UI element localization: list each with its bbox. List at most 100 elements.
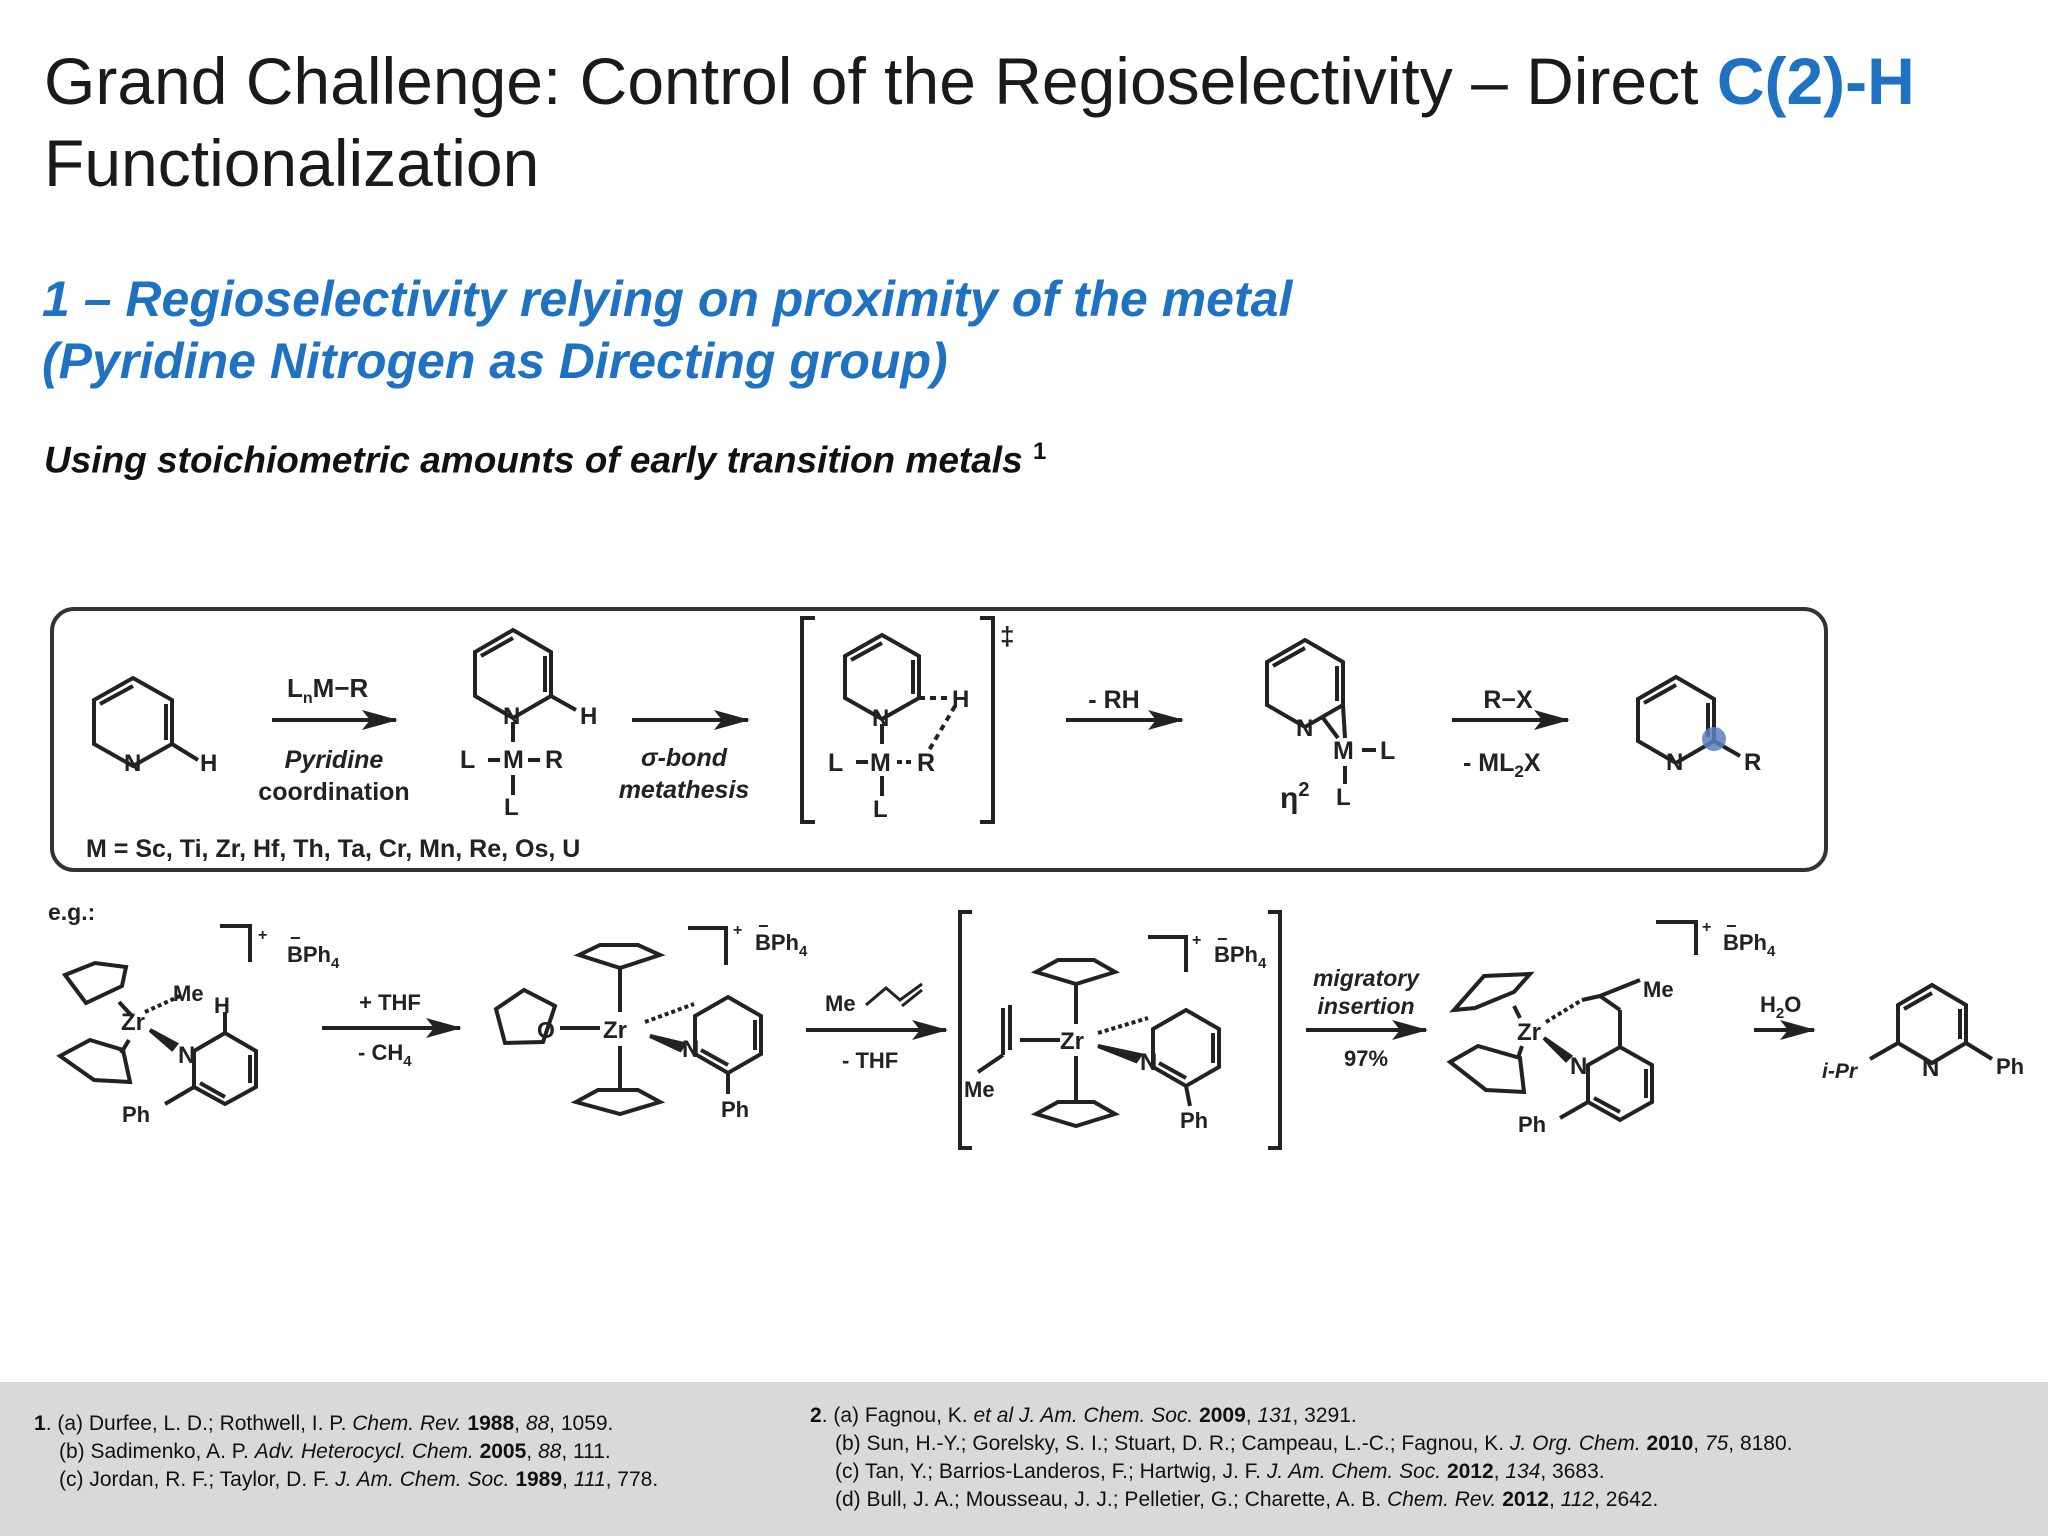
step4-reagent: R−X xyxy=(1483,686,1533,714)
ph-label: Ph xyxy=(1180,1108,1208,1133)
reference-part: , 3683. xyxy=(1540,1460,1605,1483)
plus-charge: + xyxy=(1702,919,1711,936)
yield-label: 97% xyxy=(1344,1046,1388,1071)
reference-part: , 778. xyxy=(605,1468,659,1491)
zr-label: Zr xyxy=(1060,1028,1084,1055)
reference-number: 2 xyxy=(810,1404,822,1427)
atom-h: H xyxy=(580,703,597,730)
reference-part: et al J. Am. Chem. Soc. xyxy=(973,1404,1194,1427)
reference-part: Chem. Rev. xyxy=(352,1412,462,1435)
reference-entry: (b) Sadimenko, A. P. Adv. Heterocycl. Ch… xyxy=(34,1438,658,1466)
step2-label-line2: metathesis xyxy=(619,776,750,804)
reference-part: 75 xyxy=(1704,1432,1729,1455)
reference-part: (b) Sadimenko, A. P. xyxy=(59,1440,255,1463)
atom-n: N xyxy=(872,705,889,732)
counterion-label: BPh4 xyxy=(755,930,808,960)
me-label: Me xyxy=(1643,977,1674,1002)
atom-n: N xyxy=(124,750,141,777)
metal-list: M = Sc, Ti, Zr, Hf, Th, Ta, Cr, Mn, Re, … xyxy=(86,835,580,863)
n-label: N xyxy=(1570,1053,1587,1080)
coordinated-pyridine xyxy=(473,627,577,795)
reference-part: , xyxy=(1245,1404,1258,1427)
reference-part: 1989 xyxy=(515,1468,563,1491)
arrow-step2: σ-bond metathesis xyxy=(619,710,750,804)
reference-part: (c) Tan, Y.; Barrios-Landeros, F.; Hartw… xyxy=(835,1460,1267,1483)
ph-label: Ph xyxy=(1518,1112,1546,1137)
reference-part: , 3291. xyxy=(1292,1404,1357,1427)
plus-charge: + xyxy=(733,922,742,939)
atom-l: L xyxy=(1336,784,1351,811)
reference-entry: 1. (a) Durfee, L. D.; Rothwell, I. P. Ch… xyxy=(34,1412,614,1435)
reference-part: 134 xyxy=(1505,1460,1541,1483)
insertion-label-line2: insertion xyxy=(1317,993,1414,1019)
reference-part: , xyxy=(1693,1432,1705,1455)
atom-l: L xyxy=(873,796,888,823)
reference-part: 88 xyxy=(537,1440,562,1463)
title-suffix: Functionalization xyxy=(44,126,540,200)
reference-part: (d) Bull, J. A.; Mousseau, J. J.; Pellet… xyxy=(835,1488,1388,1511)
zr-label: Zr xyxy=(1517,1019,1541,1046)
reference-part: 2009 xyxy=(1199,1404,1246,1427)
ph-label: Ph xyxy=(721,1097,749,1122)
isopropyl-label: i-Pr xyxy=(1822,1060,1859,1083)
reference-part: 2012 xyxy=(1502,1488,1549,1511)
reference-part: , xyxy=(514,1412,526,1435)
reference-part: Chem. Rev. xyxy=(1387,1488,1497,1511)
reference-number: 1 xyxy=(34,1412,46,1435)
section-heading-line2: (Pyridine Nitrogen as Directing group) xyxy=(42,333,948,389)
reference-entry: (c) Jordan, R. F.; Taylor, D. F. J. Am. … xyxy=(34,1466,658,1494)
reference-part: (a) Durfee, L. D.; Rothwell, I. P. xyxy=(57,1412,353,1435)
c2-highlight-dot xyxy=(1702,727,1726,751)
arrow-step1: LnM−R Pyridine coordination xyxy=(258,673,409,806)
ph-label: Ph xyxy=(122,1102,150,1127)
thf-adduct-complex xyxy=(493,926,763,1117)
title-prefix: Grand Challenge: Control of the Regiosel… xyxy=(44,44,1717,118)
dagger-symbol: ‡ xyxy=(1000,621,1014,651)
atom-l: L xyxy=(1380,737,1395,765)
atom-l: L xyxy=(460,746,475,774)
atom-l: L xyxy=(504,794,519,821)
step1-label-line1: Pyridine xyxy=(285,746,384,774)
minus-charge: − xyxy=(290,928,301,948)
reference-part: , 2642. xyxy=(1594,1488,1659,1511)
reference-part: 2012 xyxy=(1446,1460,1494,1483)
reference-part: (b) Sun, H.-Y.; Gorelsky, S. I.; Stuart,… xyxy=(835,1432,1510,1455)
reference-part: J. Org. Chem. xyxy=(1509,1432,1641,1455)
counterion-label: BPh4 xyxy=(1214,942,1267,972)
reference-entry: 2. (a) Fagnou, K. et al J. Am. Chem. Soc… xyxy=(810,1404,1357,1427)
final-pyridine-product xyxy=(1869,982,1994,1066)
reference-part: J. Am. Chem. Soc. xyxy=(335,1468,510,1491)
ch4-loss-label: - CH4 xyxy=(358,1040,412,1070)
reference-part: , 8180. xyxy=(1728,1432,1793,1455)
atom-l: L xyxy=(828,749,843,777)
reference-part: 2010 xyxy=(1646,1432,1694,1455)
zr-label: Zr xyxy=(121,1009,145,1036)
arrow-step4: R−X - ML2X xyxy=(1452,686,1570,781)
water-label: H2O xyxy=(1760,992,1801,1022)
atom-r: R xyxy=(1744,749,1761,776)
reference-part: , 111. xyxy=(561,1440,611,1463)
pyridine-start xyxy=(92,675,200,769)
general-mechanism-box: N H LnM−R Pyridine coordination N H L M … xyxy=(50,607,1828,872)
slide-title: Grand Challenge: Control of the Regiosel… xyxy=(44,40,2024,204)
reference-part: J. Am. Chem. Soc. xyxy=(1266,1460,1442,1483)
step4-byproduct: - ML2X xyxy=(1463,749,1541,781)
reference-part: , 1059. xyxy=(549,1412,614,1435)
atom-r: R xyxy=(545,746,563,774)
zirconocene-methyl-complex xyxy=(56,924,258,1107)
atom-m: M xyxy=(1333,737,1354,765)
propene-complex-bracketed xyxy=(958,910,1282,1150)
minus-charge: − xyxy=(1217,929,1228,949)
insertion-product-complex xyxy=(1446,920,1698,1123)
atom-n: N xyxy=(1666,749,1683,776)
atom-m: M xyxy=(503,746,524,774)
step3-label: - RH xyxy=(1088,686,1139,714)
n-label: N xyxy=(1140,1049,1157,1076)
subsection-heading: Using stoichiometric amounts of early tr… xyxy=(44,438,1046,481)
atom-h: H xyxy=(200,750,217,777)
atom-n: N xyxy=(503,703,520,730)
reference-entry: (b) Sun, H.-Y.; Gorelsky, S. I.; Stuart,… xyxy=(810,1430,1793,1458)
zr-label: Zr xyxy=(603,1017,627,1044)
plus-charge: + xyxy=(258,927,267,944)
reference-part: (c) Jordan, R. F.; Taylor, D. F. xyxy=(59,1468,336,1491)
